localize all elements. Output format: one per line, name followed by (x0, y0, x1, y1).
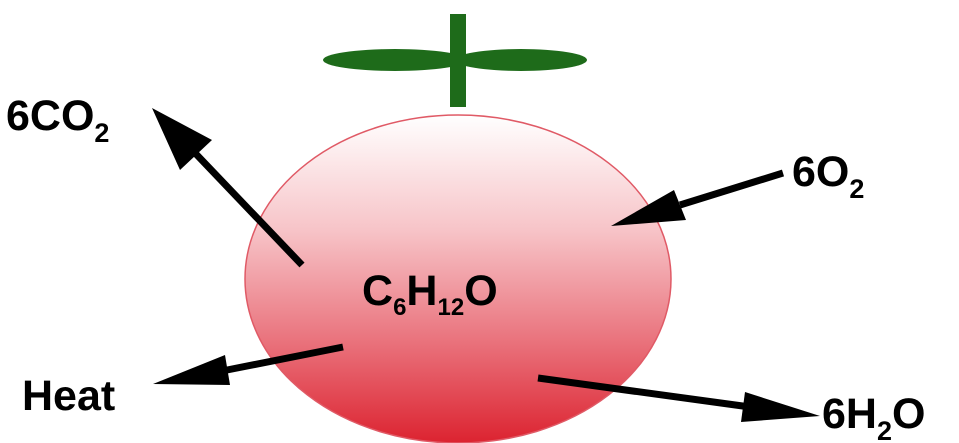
co2-label: 6CO2 (6, 92, 109, 148)
left-leaf (323, 49, 467, 71)
glucose-label: C6H12O (362, 267, 498, 321)
fruit-body (244, 114, 672, 443)
arrow-co2-out (152, 108, 305, 268)
arrow-h2o-out (537, 374, 820, 422)
right-leaf (455, 49, 587, 71)
o2-label: 6O2 (792, 148, 864, 204)
heat-label: Heat (22, 372, 115, 420)
arrow-heat-out (153, 343, 344, 385)
stem (450, 14, 466, 107)
h2o-label: 6H2O (822, 390, 925, 443)
arrow-o2-in (611, 169, 785, 226)
stem-leaves-icon (323, 14, 587, 107)
